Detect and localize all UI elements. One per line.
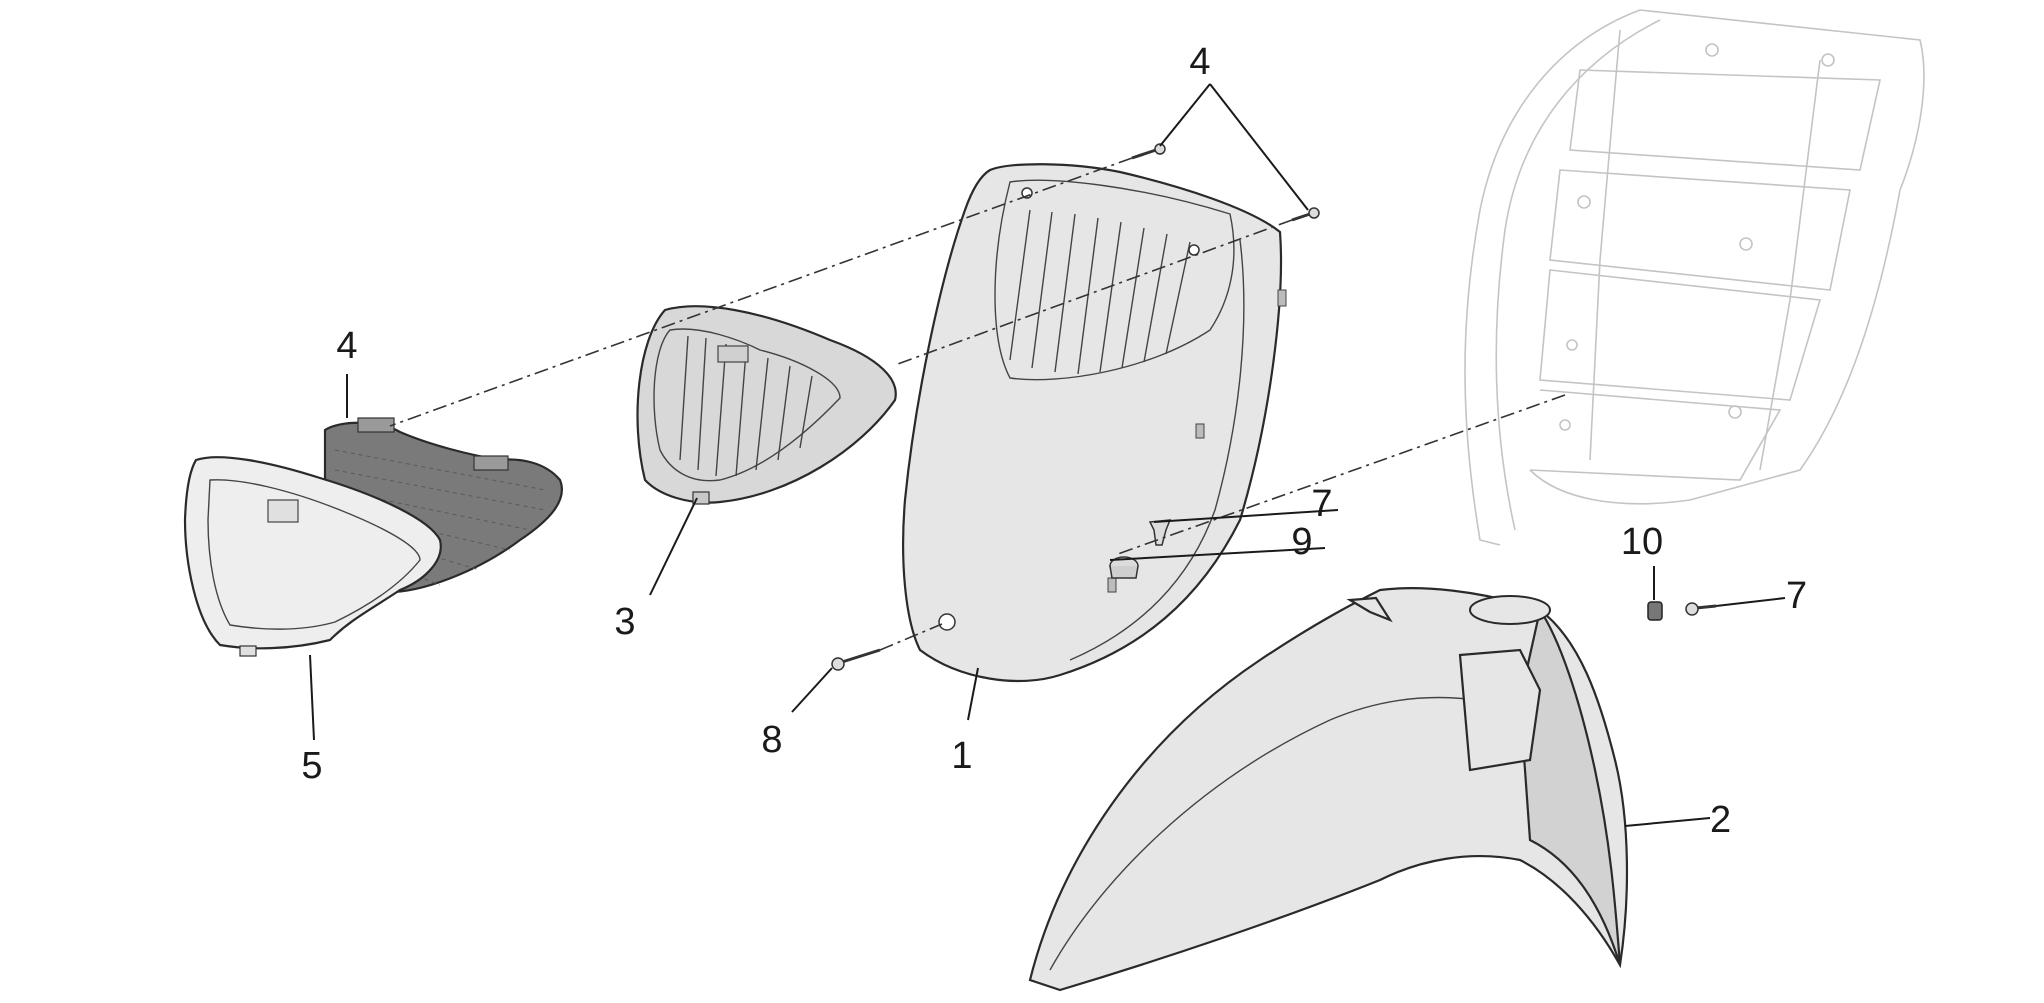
leader-lines [309, 83, 1786, 827]
callout-4-left: 4 [336, 325, 357, 367]
grille-trim-part [183, 456, 442, 657]
screw-top-right [1291, 207, 1320, 222]
assembly-lines [389, 157, 1566, 651]
callout-3: 3 [614, 601, 635, 643]
screw-top-left [1131, 143, 1166, 160]
inner-grille-slats [679, 335, 813, 477]
callout-9: 9 [1291, 521, 1312, 563]
front-cover-vent-slots [1009, 209, 1191, 375]
front-mudguard-part [1028, 587, 1629, 992]
callout-1: 1 [951, 735, 972, 777]
inner-grille-part [636, 305, 897, 505]
callout-4-top: 4 [1189, 41, 1210, 83]
callout-7-top: 7 [1311, 483, 1332, 525]
callout-10: 10 [1621, 521, 1663, 563]
callout-7-right: 7 [1786, 575, 1807, 617]
nut-part-10 [1647, 601, 1663, 621]
callout-2: 2 [1710, 799, 1731, 841]
screw-part-7-right [1685, 602, 1717, 616]
scooter-frame-reference [1464, 9, 1925, 546]
grommet-part-9 [1109, 556, 1139, 579]
front-cover-part [902, 163, 1287, 683]
screw-part-8 [831, 648, 881, 671]
callouts: 4 4 3 5 8 1 2 7 9 10 7 [301, 41, 1807, 841]
callout-8: 8 [761, 719, 782, 761]
callout-5: 5 [301, 745, 322, 787]
